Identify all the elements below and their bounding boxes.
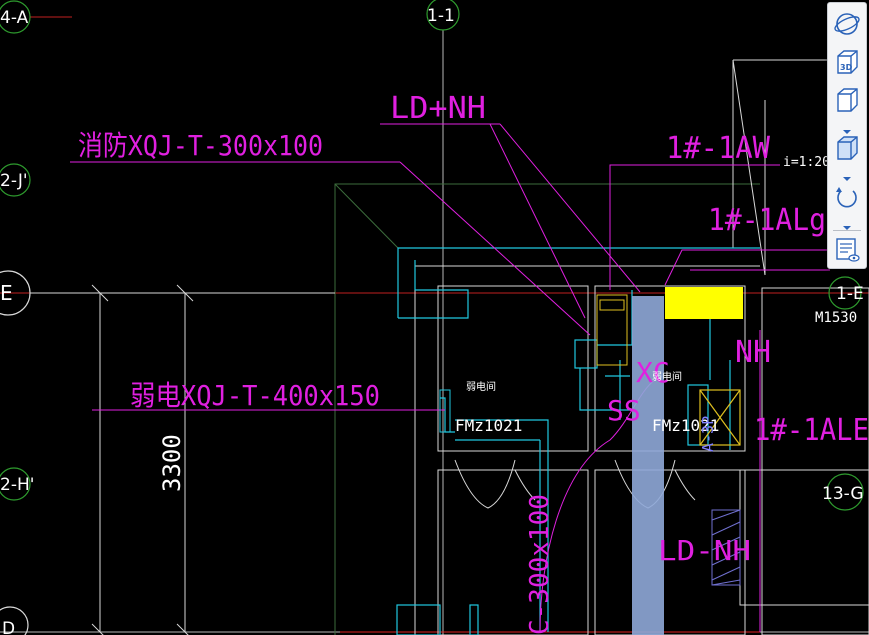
label-slope: i=1:20 [783,155,830,170]
grid-label-1-1: 1-1 [427,6,455,26]
rotate-button[interactable] [832,181,862,211]
vertical-riser-shaft[interactable] [632,296,664,635]
3d-view-icon: 3D [837,50,858,74]
label-weak-current-tray-400x150: 弱电XQJ-T-400x150 [130,379,380,412]
chevron-down-icon [843,177,851,181]
label-wiring-room-left: 弱电间 [466,380,496,393]
3d-view-button[interactable]: 3D [832,47,862,77]
visual-style-icon [837,136,858,160]
chevron-down-icon [843,130,851,134]
label-1aw: 1#-1AW [666,131,771,166]
orbit-icon [834,13,860,35]
label-1ale: 1#-1ALE [754,413,869,448]
layer-properties-icon [836,238,860,262]
label-tray-c-300x100: C-300x100 [525,494,555,635]
grid-label-2h: 2-H' [0,475,34,495]
chevron-down-icon [843,226,851,230]
label-nh-right: NH [735,335,771,370]
orbit-button[interactable] [832,9,862,39]
label-dimension-3300: 3300 [158,434,186,492]
label-ld-nh-bottom: LD-NH [658,534,751,567]
label-wiring-room-right: 弱电间 [652,370,682,383]
label-xc: XC [636,356,670,389]
rotate-dropdown[interactable] [842,217,852,230]
view-cube-dropdown[interactable] [842,121,852,134]
view-navigation-toolbar: 3D [827,2,867,269]
view-cube-icon [837,88,858,112]
3d-label: 3D [840,63,853,72]
rotate-icon [836,187,857,208]
label-door-fm-left: FMz1021 [455,416,522,435]
label-fire-tray-300x100: 消防XQJ-T-300x100 [78,129,323,162]
layer-properties-button[interactable] [832,235,862,265]
grid-label-1e: 1-E [836,284,864,304]
label-a3p: A-3P [699,416,717,452]
leader-lines [70,123,830,632]
label-ss: SS [607,394,641,427]
visual-style-dropdown[interactable] [842,168,852,181]
label-door-fm-right: FMz1021 [652,416,719,435]
visual-style-button[interactable] [832,133,862,163]
view-cube-button[interactable] [832,85,862,115]
grid-label-e: E [0,281,13,305]
boundary-outline [334,183,760,635]
equipment [439,287,743,586]
grid-label-4a: 4-A [0,8,29,28]
grid-label-2j: 2-J' [0,171,28,191]
grid-label-d: D [2,619,15,635]
label-1alq: 1#-1ALg [708,203,826,238]
toolbar-separator [833,230,861,231]
label-m1530: M1530 [815,310,857,326]
grid-label-13g: 13-G [822,484,864,504]
label-ld-nh-top: LD+NH [390,91,486,126]
